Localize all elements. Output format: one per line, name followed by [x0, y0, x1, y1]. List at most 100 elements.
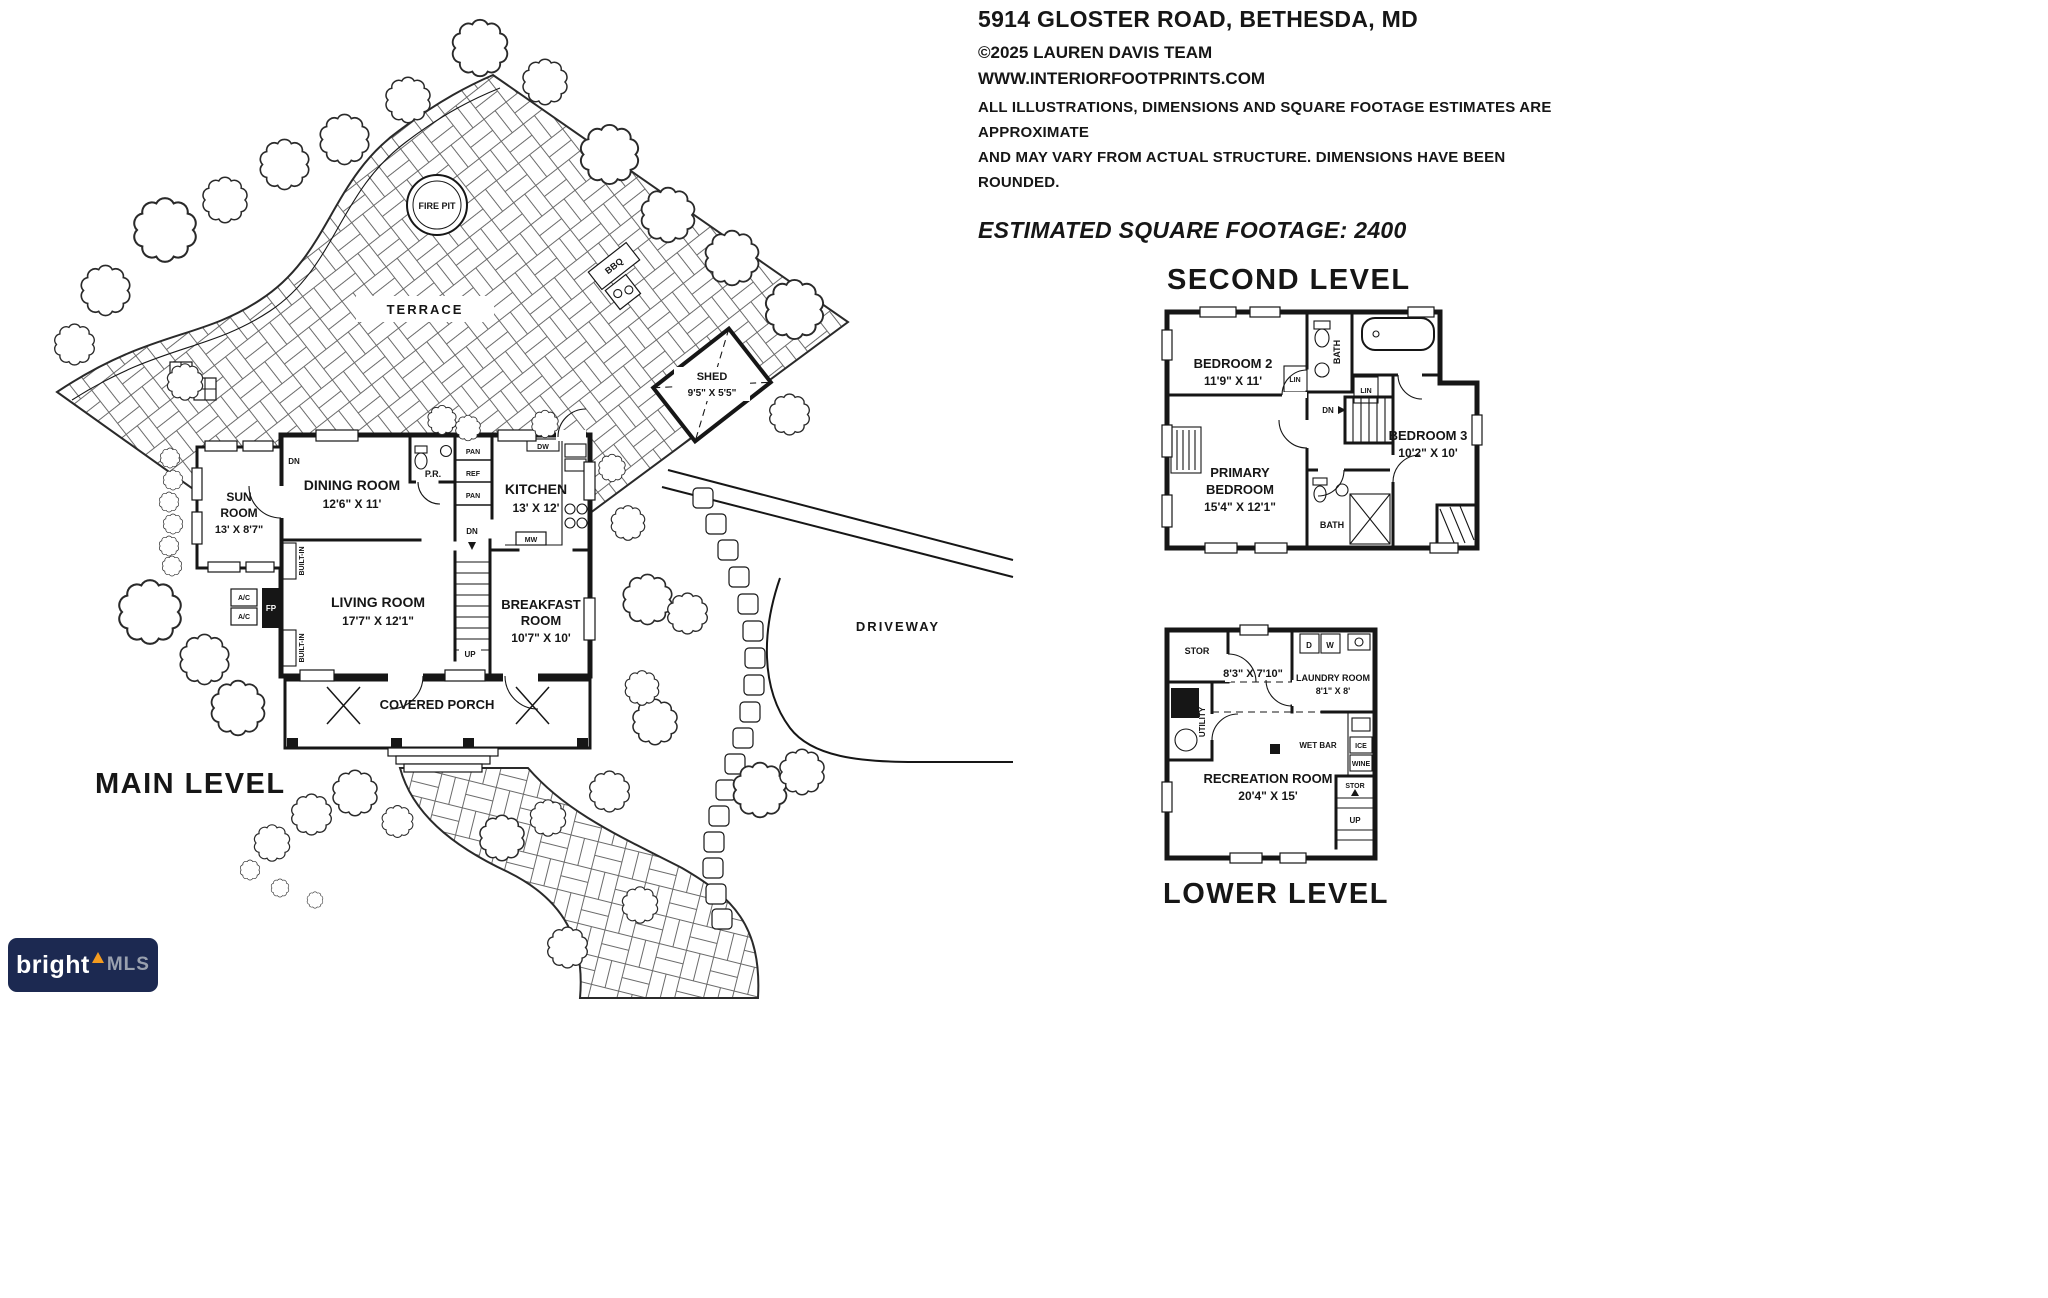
- breakfast-room-dims: 10'7" X 10': [511, 631, 571, 645]
- storage-label: STOR: [1185, 646, 1210, 656]
- logo-brand-text: bright: [16, 950, 90, 979]
- recreation-room-label: RECREATION ROOM: [1203, 771, 1332, 786]
- estimated-square-footage: ESTIMATED SQUARE FOOTAGE: 2400: [978, 217, 1407, 243]
- disclaimer-line-2: AND MAY VARY FROM ACTUAL STRUCTURE. DIME…: [978, 149, 1506, 191]
- sun-room-label: SUN: [226, 490, 251, 504]
- bedroom3-closet-hatch: [1439, 505, 1475, 546]
- ac-label: A/C: [238, 595, 250, 602]
- second-level-stairs: [1338, 395, 1395, 445]
- logo-mls-text: MLS: [106, 954, 150, 975]
- property-address: 5914 GLOSTER ROAD, BETHESDA, MD: [978, 6, 1418, 32]
- lower-level-windows: [1161, 624, 1307, 864]
- wet-bar-fixtures: [1347, 712, 1373, 776]
- wet-bar-label: WET BAR: [1299, 741, 1337, 750]
- bush-icon: [160, 447, 180, 469]
- windows: [191, 429, 596, 682]
- pantry-label: PAN: [466, 493, 480, 500]
- tree-icon: [610, 505, 646, 541]
- bedroom2-label: BEDROOM 2: [1194, 356, 1273, 371]
- house-outline: [278, 432, 593, 679]
- tree-icon: [547, 926, 588, 969]
- second-level-doors: [1278, 369, 1423, 497]
- bedroom3-dims: 10'2" X 10': [1398, 446, 1458, 460]
- tree-icon: [632, 698, 678, 746]
- driveway-outline: [765, 577, 1013, 763]
- dn-label: DN: [288, 457, 300, 466]
- tree-icon: [522, 58, 568, 106]
- dn-label: DN: [466, 527, 478, 536]
- tree-icon: [202, 176, 248, 224]
- bedroom2-dims: 11'9" X 11': [1204, 374, 1262, 388]
- room-dims: 8'3" X 7'10": [1223, 668, 1283, 680]
- terrace-label: TERRACE: [387, 302, 464, 317]
- fridge-label: REF: [466, 471, 481, 478]
- shed: SHED 9'5" X 5'5": [650, 325, 774, 445]
- breakfast-room-label: BREAKFAST: [501, 597, 581, 612]
- front-walk-lines: [661, 469, 1014, 578]
- tree-icon: [624, 670, 660, 706]
- website-line: WWW.INTERIORFOOTPRINTS.COM: [978, 69, 1266, 88]
- primary-bedroom-label: PRIMARY: [1210, 465, 1270, 480]
- bush-icon: [270, 878, 290, 898]
- second-level-title: SECOND LEVEL: [1167, 264, 1411, 296]
- bush-icon: [163, 469, 183, 491]
- tree-icon: [579, 123, 640, 186]
- built-ins: BUILT-IN BUILT-IN: [282, 542, 306, 667]
- bbq-grill: BBQ: [587, 241, 642, 311]
- tree-icon: [779, 748, 825, 796]
- copyright-line: ©2025 LAUREN DAVIS TEAM: [978, 43, 1213, 62]
- tree-icon: [253, 824, 291, 862]
- dining-room-dims: 12'6" X 11': [323, 497, 382, 511]
- living-room-dims: 17'7" X 12'1": [342, 614, 414, 628]
- laundry-room-dims: 8'1" X 8': [1316, 686, 1351, 696]
- header-block: 5914 GLOSTER ROAD, BETHESDA, MD ©2025 LA…: [978, 6, 1578, 244]
- up-label: UP: [1349, 816, 1361, 825]
- bush-icon: [240, 859, 260, 881]
- tree-icon: [291, 793, 332, 836]
- main-house: FP A/C A/C BUILT-IN BUILT-IN: [191, 408, 596, 710]
- tree-icon: [319, 113, 370, 166]
- ac-label: A/C: [238, 614, 250, 621]
- built-in-label: BUILT-IN: [299, 633, 306, 662]
- bush-icon: [163, 513, 183, 535]
- fireplace: [262, 588, 281, 628]
- utility-fixtures: [1171, 688, 1199, 752]
- recreation-room-dims: 20'4" X 15': [1238, 789, 1298, 803]
- stair-arrow-icon: [468, 542, 476, 550]
- tree-icon: [704, 229, 760, 287]
- bedroom3-label: BEDROOM 3: [1389, 428, 1468, 443]
- dining-room-label: DINING ROOM: [304, 477, 400, 493]
- main-level-title: MAIN LEVEL: [95, 768, 286, 800]
- linen-label: LIN: [1289, 377, 1300, 384]
- tree-icon: [385, 76, 431, 124]
- living-room-label: LIVING ROOM: [331, 594, 425, 610]
- shed-label: SHED: [697, 371, 728, 383]
- disclaimer-line-1: ALL ILLUSTRATIONS, DIMENSIONS AND SQUARE…: [978, 99, 1552, 141]
- powder-room-label: P.R.: [425, 469, 441, 479]
- powder-room-fixtures: [414, 444, 453, 470]
- up-label: UP: [464, 650, 476, 659]
- primary-bedroom-label: BEDROOM: [1206, 482, 1274, 497]
- support-post: [1270, 744, 1280, 754]
- fireplace-label: FP: [266, 604, 277, 613]
- lower-level-plan: STOR 8'3" X 7'10" LAUNDRY ROOM 8'1" X 8'…: [1161, 624, 1378, 864]
- tree-icon: [769, 393, 810, 436]
- bush-icon: [162, 555, 182, 577]
- dishwasher-label: DW: [537, 444, 549, 451]
- dn-label: DN: [1322, 406, 1334, 415]
- sun-room-label: ROOM: [220, 506, 257, 520]
- utility-label: UTILITY: [1198, 706, 1207, 737]
- powder-room-walls: [408, 435, 457, 484]
- tree-icon: [622, 573, 673, 626]
- kitchen-label: KITCHEN: [505, 481, 567, 497]
- upper-bath-fixtures: [1313, 317, 1435, 378]
- tree-icon: [427, 404, 457, 436]
- kitchen-dims: 13' X 12': [512, 501, 559, 515]
- pantry-label: PAN: [466, 449, 480, 456]
- bush-icon: [159, 535, 179, 557]
- tree-icon: [451, 18, 509, 78]
- terrace-label-backing: [356, 296, 494, 322]
- lower-level-doors: [1209, 653, 1298, 741]
- tree-icon: [54, 323, 95, 366]
